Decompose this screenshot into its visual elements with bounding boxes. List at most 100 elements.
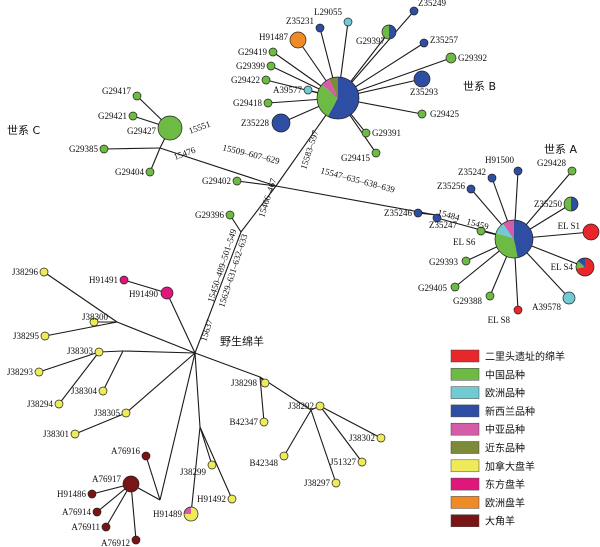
node-G29421 (128, 111, 138, 121)
node-hubA-slice-newzealand (514, 219, 534, 258)
node-H91492-circle (227, 494, 237, 504)
node-label-G29397: G29397 (356, 36, 385, 46)
node-G29399 (266, 61, 276, 71)
node-hubA (494, 219, 534, 259)
node-ELS1 (582, 223, 600, 241)
node-G29422 (261, 75, 271, 85)
legend-item-bighorn: 大角羊 (450, 514, 515, 528)
node-Z35250-slice-china (564, 197, 571, 211)
node-Z35231-circle (315, 23, 325, 33)
node-Z35242-circle (487, 173, 497, 183)
edge-jW-jL1 (116, 321, 196, 354)
legend-item-erlitou: 二里头遗址的绵羊 (450, 349, 565, 363)
node-A76914-circle (92, 507, 102, 517)
node-H91489-outline (183, 506, 199, 522)
node-label-G29415: G29415 (341, 153, 370, 163)
edge-jL1-J38296 (43, 271, 118, 323)
node-J38302-circle (376, 433, 386, 443)
node-label-A39578: A39578 (532, 302, 561, 312)
node-Z35257-circle (419, 38, 429, 48)
node-G29419 (268, 47, 278, 57)
node-G29396-circle (225, 210, 235, 220)
node-label-G29385: G29385 (69, 144, 98, 154)
node-G29396 (225, 210, 235, 220)
node-label-J38303: J38303 (67, 346, 94, 356)
node-Z35228-circle (271, 113, 291, 133)
edge-jW-jH1 (159, 352, 196, 501)
node-Z35293 (413, 70, 431, 88)
node-hubB-slice-neareast (329, 77, 338, 98)
node-G29388 (485, 291, 495, 301)
node-label-G29405: G29405 (418, 283, 447, 293)
node-ELS4-outline (575, 257, 595, 277)
node-label-Z35247: Z35247 (429, 220, 457, 230)
node-label-A76917: A76917 (92, 474, 121, 484)
legend-label-newzealand: 新西兰品种 (485, 405, 535, 418)
node-Z35246-circle (413, 208, 423, 218)
node-label-G29391: G29391 (372, 128, 401, 138)
node-hubA-slice-europe (495, 223, 514, 239)
legend-label-neareast: 近东品种 (485, 442, 525, 455)
legend-label-centralasia: 中亚品种 (485, 423, 525, 436)
node-label-B42348: B42348 (249, 458, 278, 468)
node-Z35228 (271, 113, 291, 133)
node-G29421-circle (128, 111, 138, 121)
edge-jW-J38305 (125, 352, 196, 414)
legend: 二里头遗址的绵羊中国品种欧洲品种新西兰品种中亚品种近东品种加拿大盘羊东方盘羊欧洲… (450, 349, 565, 528)
edge-jH2-H91492 (199, 426, 233, 500)
node-label-A39577: A39577 (273, 85, 302, 95)
node-A76914 (92, 507, 102, 517)
node-ELS6-circle (476, 226, 486, 236)
node-J38295-circle (40, 331, 50, 341)
node-B42347 (259, 417, 269, 427)
node-H91489-slice-centralasia (184, 507, 191, 514)
lineage-label-wild: 野生绵羊 (220, 334, 264, 348)
node-label-G29402: G29402 (202, 176, 231, 186)
node-G29392-circle (445, 52, 457, 64)
legend-item-centralasia: 中亚品种 (450, 422, 525, 436)
node-A39578 (562, 291, 576, 305)
node-label-J38298: J38298 (231, 378, 258, 388)
node-H91500-circle (513, 166, 523, 176)
node-label-J38301: J38301 (43, 429, 69, 439)
node-G29418 (263, 98, 273, 108)
node-J38301-circle (70, 429, 80, 439)
node-G29415-circle (371, 148, 381, 158)
node-label-G29427: G29427 (127, 126, 156, 136)
node-label-ELS8: EL S8 (488, 315, 511, 325)
node-A76916 (141, 451, 151, 461)
node-label-J38297: J38297 (304, 478, 331, 488)
node-hubB-slice-centralasia (321, 78, 338, 98)
node-label-J38292: J38292 (288, 401, 314, 411)
node-label-A76916: A76916 (111, 446, 140, 456)
node-label-J38300: J38300 (82, 312, 109, 322)
node-G29392 (445, 52, 457, 64)
node-label-Z35293: Z35293 (410, 87, 438, 97)
node-J38293 (34, 367, 44, 377)
node-G29404-circle (145, 167, 155, 177)
legend-label-eurobighorn: 欧洲盘羊 (485, 496, 525, 509)
node-G29428-circle (567, 166, 577, 176)
edge-jH2-J38299 (199, 426, 213, 466)
node-ELS4 (575, 257, 595, 277)
node-label-Z35249: Z35249 (418, 0, 446, 8)
edge-jC-G29385 (103, 147, 161, 150)
node-Z35249 (409, 6, 419, 16)
legend-label-erlitou: 二里头遗址的绵羊 (485, 350, 565, 363)
legend-swatch-europe (450, 386, 480, 399)
node-label-L29055: L29055 (314, 7, 342, 17)
edge-label-15547: 15547–635–638–639 (319, 165, 396, 195)
node-H91486 (87, 489, 97, 499)
node-G29419-circle (268, 47, 278, 57)
node-label-G29393: G29393 (429, 257, 458, 267)
node-H91487-circle (289, 31, 307, 49)
node-label-J38302: J38302 (349, 433, 375, 443)
node-H91490-circle (160, 286, 174, 300)
legend-swatch-bighorn (450, 514, 480, 527)
node-label-G29392: G29392 (458, 53, 487, 63)
node-H91500 (513, 166, 523, 176)
mutation-labels: 15551 15476 15509–607–629 15583–597 1554… (172, 119, 490, 343)
node-ELS8-circle (513, 305, 523, 315)
node-label-G29421: G29421 (98, 111, 127, 121)
node-label-G29417: G29417 (102, 86, 131, 96)
